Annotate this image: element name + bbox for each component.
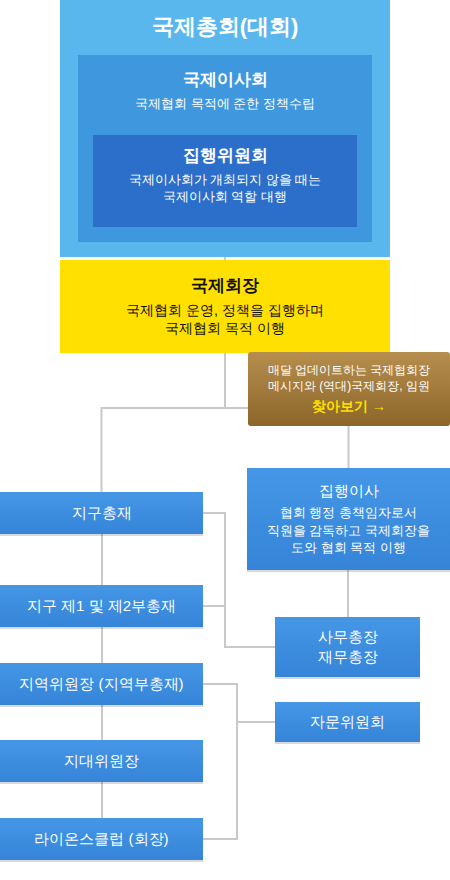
process-box: 집행이사협회 행정 총책임자로서 직원을 감독하고 국제회장을 도와 협회 목적… xyxy=(247,468,450,570)
node-description: 국제협회 운영, 정책을 집행하며 국제협회 목적 이행 xyxy=(100,301,350,339)
node-title: 집행위원회 xyxy=(183,145,268,168)
link-button: 매달 업데이트하는 국제협회장 메시지와 (역대)국제회장, 임원찾아보기 → xyxy=(248,352,450,426)
connector-line xyxy=(203,684,275,722)
node-title: 지대위원장 xyxy=(64,751,139,771)
process-box: 지대위원장 xyxy=(0,740,203,782)
connector-line xyxy=(101,705,103,740)
text-group: 라이온스클럽 (회장) xyxy=(0,818,203,860)
assembly-panel: 국제총회(대회) 국제이사회국제협회 목적에 준한 정책수립집행위원회국제이사회가… xyxy=(60,0,390,257)
connector-line xyxy=(101,534,103,585)
process-box: 사무총장 재무총장 xyxy=(275,617,420,677)
node-description: 협회 행정 총책임자로서 직원을 감독하고 국제회장을 도와 협회 목적 이행 xyxy=(261,504,436,557)
node-title: 지역위원장 (지역부총재) xyxy=(19,674,183,694)
connector-line xyxy=(101,627,103,663)
text-group: 지구총재 xyxy=(0,492,203,534)
connector-line xyxy=(102,353,226,492)
text-group: 자문위원회 xyxy=(275,702,420,742)
text-group: 집행이사협회 행정 총책임자로서 직원을 감독하고 국제회장을 도와 협회 목적… xyxy=(247,468,450,570)
text-group: 사무총장 재무총장 xyxy=(275,617,420,677)
connector-line xyxy=(203,606,275,647)
process-box: 지역위원장 (지역부총재) xyxy=(0,663,203,705)
node-title: 집행이사 xyxy=(319,481,379,501)
text-group: 지구 제1 및 제2부총재 xyxy=(0,585,203,627)
node-description: 국제이사회가 개최되지 않을 때는 국제이사회 역할 대행 xyxy=(107,171,343,206)
process-box: 지구 제1 및 제2부총재 xyxy=(0,585,203,627)
node-title: 사무총장 재무총장 xyxy=(315,627,380,668)
text-group: 지대위원장 xyxy=(0,740,203,782)
committee-panel: 집행위원회국제이사회가 개최되지 않을 때는 국제이사회 역할 대행 xyxy=(93,135,357,227)
node-description: 국제협회 목적에 준한 정책수립 xyxy=(135,95,315,113)
node-title: 지구 제1 및 제2부총재 xyxy=(27,596,176,616)
text-group: 국제총회(대회) xyxy=(60,0,390,42)
text-group: 국제이사회국제협회 목적에 준한 정책수립 xyxy=(78,55,372,112)
node-title: 라이온스클럽 (회장) xyxy=(34,829,168,849)
node-title: 자문위원회 xyxy=(310,712,385,732)
text-group: 집행위원회국제이사회가 개최되지 않을 때는 국제이사회 역할 대행 xyxy=(93,135,357,214)
text-group: 매달 업데이트하는 국제협회장 메시지와 (역대)국제회장, 임원찾아보기 → xyxy=(248,352,450,426)
node-title: 국제이사회 xyxy=(183,69,268,92)
process-box: 라이온스클럽 (회장) xyxy=(0,818,203,860)
connector-line xyxy=(203,722,275,839)
president-box: 국제회장국제협회 운영, 정책을 집행하며 국제협회 목적 이행 xyxy=(60,260,390,353)
process-box: 자문위원회 xyxy=(275,702,420,742)
board-panel: 국제이사회국제협회 목적에 준한 정책수립집행위원회국제이사회가 개최되지 않을… xyxy=(78,55,372,242)
connector-line xyxy=(347,570,349,617)
process-box: 지구총재 xyxy=(0,492,203,534)
text-group: 국제회장국제협회 운영, 정책을 집행하며 국제협회 목적 이행 xyxy=(60,260,390,353)
node-description: 찾아보기 → xyxy=(312,397,386,416)
node-title: 매달 업데이트하는 국제협회장 메시지와 (역대)국제회장, 임원 xyxy=(254,362,444,394)
text-group: 지역위원장 (지역부총재) xyxy=(0,663,203,705)
node-title: 지구총재 xyxy=(72,503,132,523)
node-title: 국제총회(대회) xyxy=(152,12,299,42)
node-title: 국제회장 xyxy=(191,275,259,298)
connector-line xyxy=(101,782,103,818)
